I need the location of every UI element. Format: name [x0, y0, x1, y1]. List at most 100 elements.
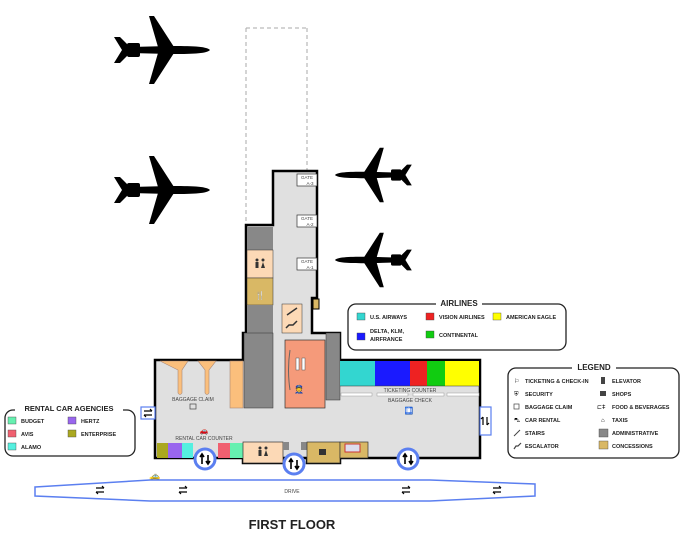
airline-label: AIRFRANCE [370, 337, 403, 343]
swatch-delta [356, 332, 366, 341]
rental-car-counter-label: RENTAL CAR COUNTER [175, 436, 233, 442]
gate-a1[interactable]: GATE A-1 [296, 257, 318, 271]
scanner [301, 357, 306, 371]
swatch-administrative [598, 428, 609, 438]
baggage-area [229, 360, 244, 409]
food-concession[interactable] [246, 277, 274, 306]
counter-vision-airlines[interactable] [410, 361, 427, 386]
counter-american-eagle[interactable] [445, 361, 479, 386]
security-icon: ⛨ [514, 391, 519, 398]
airline-label: CONTINENTAL [439, 333, 479, 339]
gate-label: GATE [301, 175, 313, 180]
baggage-icon [513, 403, 520, 410]
security-checkpoint[interactable] [284, 339, 326, 409]
administrative-area [283, 442, 289, 450]
airline-label: AMERICAN EAGLE [506, 315, 556, 321]
side-door-east[interactable] [479, 406, 492, 436]
swatch-american-eagle [492, 312, 502, 321]
swatch-us-airways [356, 312, 366, 321]
counter-hertz[interactable] [168, 443, 182, 458]
entrance-door[interactable] [396, 447, 420, 471]
stairs-icon [285, 307, 298, 329]
counter-us-airways[interactable] [340, 361, 375, 386]
airplane-icon [114, 16, 210, 84]
legend-label: BAGGAGE CLAIM [525, 405, 573, 411]
rental-label: ALAMO [21, 445, 42, 451]
escalator-icon [513, 442, 522, 450]
security-icon: 👮 [294, 384, 304, 394]
shop-display [344, 443, 361, 453]
rental-label: HERTZ [81, 419, 100, 425]
gate-id: A-2 [306, 222, 314, 227]
elevator-icon[interactable] [312, 298, 320, 310]
legend-label: CONCESSIONS [612, 444, 653, 450]
stairs-escalator[interactable] [281, 303, 303, 334]
swatch-continental [425, 330, 435, 339]
airplane-icon [335, 232, 412, 288]
ticketing-counter-label: TICKETING COUNTER [384, 388, 437, 394]
legend-title: LEGEND [577, 363, 611, 372]
baggage-check-label: BAGGAGE CHECK [388, 398, 433, 404]
taxi-icon: 🚕 [149, 471, 160, 481]
rental-title: RENTAL CAR AGENCIES [24, 404, 113, 413]
restroom[interactable] [246, 249, 274, 279]
stairs-icon [513, 429, 521, 437]
side-door-west[interactable] [140, 406, 156, 420]
drive-road [34, 479, 536, 502]
legend-label: TAXIS [612, 418, 628, 424]
shops-icon [600, 391, 606, 396]
legend-label: ELEVATOR [612, 379, 641, 385]
swatch-hertz [67, 416, 77, 425]
map-legend: LEGEND ⚐ TICKETING & CHECK-IN ELEVATOR ⛨ S… [507, 362, 680, 459]
administrative-area [243, 332, 274, 409]
airline-label: VISION AIRLINES [439, 315, 485, 321]
gate-label: GATE [301, 216, 313, 221]
shops-icon [319, 449, 326, 455]
food-icon: 🍴 [255, 290, 265, 300]
legend-label: ADMINISTRATIVE [612, 431, 659, 437]
airline-label: U.S. AIRWAYS [370, 315, 407, 321]
counter-enterprise[interactable] [157, 443, 168, 458]
baggage-icon [189, 403, 197, 410]
counter-delta-klm-airfrance[interactable] [375, 361, 410, 386]
administrative-area [247, 227, 273, 250]
rental-label: AVIS [21, 432, 34, 438]
counter-avis[interactable] [218, 443, 230, 458]
counter-budget[interactable] [230, 443, 243, 458]
rental-label: BUDGET [21, 419, 45, 425]
gate-a2[interactable]: GATE A-2 [296, 214, 318, 228]
ticketing-counters [340, 392, 480, 397]
airlines-legend: AIRLINES U.S. AIRWAYS VISION AIRLINES AM… [347, 298, 567, 351]
drive-label: DRIVE [284, 489, 300, 495]
restroom[interactable] [242, 441, 284, 464]
rental-car-legend: RENTAL CAR AGENCIES BUDGET HERTZ AVIS EN… [4, 403, 136, 457]
food-icon: ⊏ǂ [597, 405, 606, 411]
swatch-alamo [7, 442, 17, 451]
airlines-title: AIRLINES [440, 299, 478, 308]
entrance-door[interactable] [193, 447, 217, 471]
counter-continental[interactable] [427, 361, 445, 386]
counter-alamo[interactable] [182, 443, 193, 458]
swatch-enterprise [67, 429, 77, 438]
legend-label: TICKETING & CHECK-IN [525, 379, 589, 385]
swatch-concessions [598, 440, 609, 450]
ticketing-icon: 🛄 [405, 406, 414, 415]
entrance-door[interactable] [282, 452, 306, 476]
swatch-budget [7, 416, 17, 425]
swatch-avis [7, 429, 17, 438]
baggage-carousel[interactable] [159, 360, 189, 395]
baggage-carousel[interactable] [197, 360, 217, 395]
future-pier-outline [245, 27, 308, 225]
gate-a3[interactable]: GATE A-3 [296, 173, 318, 187]
airplane-icon [114, 156, 210, 224]
gate-label: GATE [301, 259, 313, 264]
elevator-icon [601, 377, 605, 384]
swatch-vision [425, 312, 435, 321]
legend-label: SECURITY [525, 392, 553, 398]
rental-label: ENTERPRISE [81, 432, 116, 438]
legend-label: ESCALATOR [525, 444, 559, 450]
ticketing-icon: ⚐ [514, 378, 519, 385]
airplane-icon [335, 147, 412, 203]
administrative-area [247, 305, 273, 333]
